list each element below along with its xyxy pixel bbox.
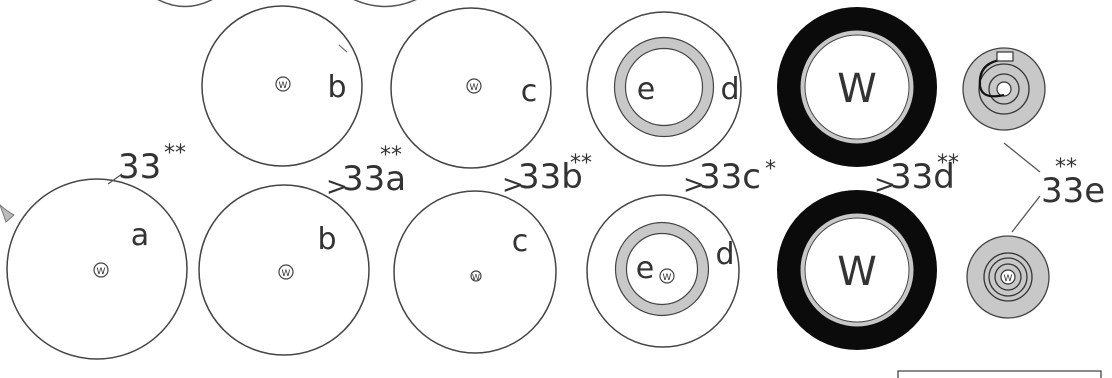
label-d: d	[715, 237, 734, 272]
partial-edge-left	[0, 205, 14, 222]
w-symbol-label: W	[1004, 274, 1013, 284]
label-a: a	[131, 218, 149, 253]
ref-33e: 33e	[1041, 171, 1105, 211]
outer-circle	[394, 191, 556, 353]
w-symbol-label: W	[472, 273, 480, 282]
stage-33d-thick-ring-bottom: W	[789, 202, 925, 338]
tick-mark	[339, 45, 347, 52]
w-symbol-label: W	[279, 81, 288, 91]
coil-center	[997, 82, 1011, 96]
stage-33-circle-a: W a	[7, 179, 187, 359]
stage-33d-thick-ring: W	[789, 19, 925, 155]
label-d: d	[720, 72, 739, 107]
ref-33b-stars: **	[570, 151, 592, 176]
stage-33a-circle-b-bottom: W b	[199, 185, 369, 355]
w-symbol-label: W	[97, 267, 106, 277]
label-c: c	[521, 74, 538, 109]
label-c: c	[512, 224, 529, 259]
ref-33c-star: *	[765, 157, 776, 182]
w-symbol-label: W	[663, 273, 672, 283]
bracket-lower	[1012, 196, 1040, 232]
label-b: b	[317, 222, 336, 257]
stage-33e-coil-bottom: W	[967, 236, 1049, 318]
stage-33e-coil	[963, 48, 1045, 130]
ref-33: 33	[118, 147, 161, 187]
label-e: e	[637, 72, 655, 107]
ref-33c: 33c	[699, 157, 761, 197]
coil-tab	[997, 52, 1013, 61]
label-w: W	[837, 66, 877, 112]
ref-33-stars: **	[164, 141, 186, 166]
bracket-upper	[1004, 143, 1040, 172]
stage-33b-circle-c: W c	[391, 8, 551, 168]
stage-33c-circle-d: e d	[587, 12, 741, 166]
ref-33d-stars: **	[937, 151, 959, 176]
stage-33c-circle-d-bottom: W e d	[587, 195, 739, 347]
stage-33a-circle-b: W b	[202, 6, 362, 166]
partial-circle-top-left	[150, 0, 220, 7]
stage-33b-circle-c-bottom: W c	[394, 191, 556, 353]
w-symbol-label: W	[282, 269, 291, 279]
partial-circle-top-mid	[345, 0, 425, 7]
label-w: W	[837, 249, 877, 295]
ref-33a-stars: **	[380, 143, 402, 168]
w-symbol-label: W	[470, 83, 479, 93]
label-e: e	[636, 251, 654, 286]
label-b: b	[327, 70, 346, 105]
scale-bar-frame	[898, 371, 1101, 378]
